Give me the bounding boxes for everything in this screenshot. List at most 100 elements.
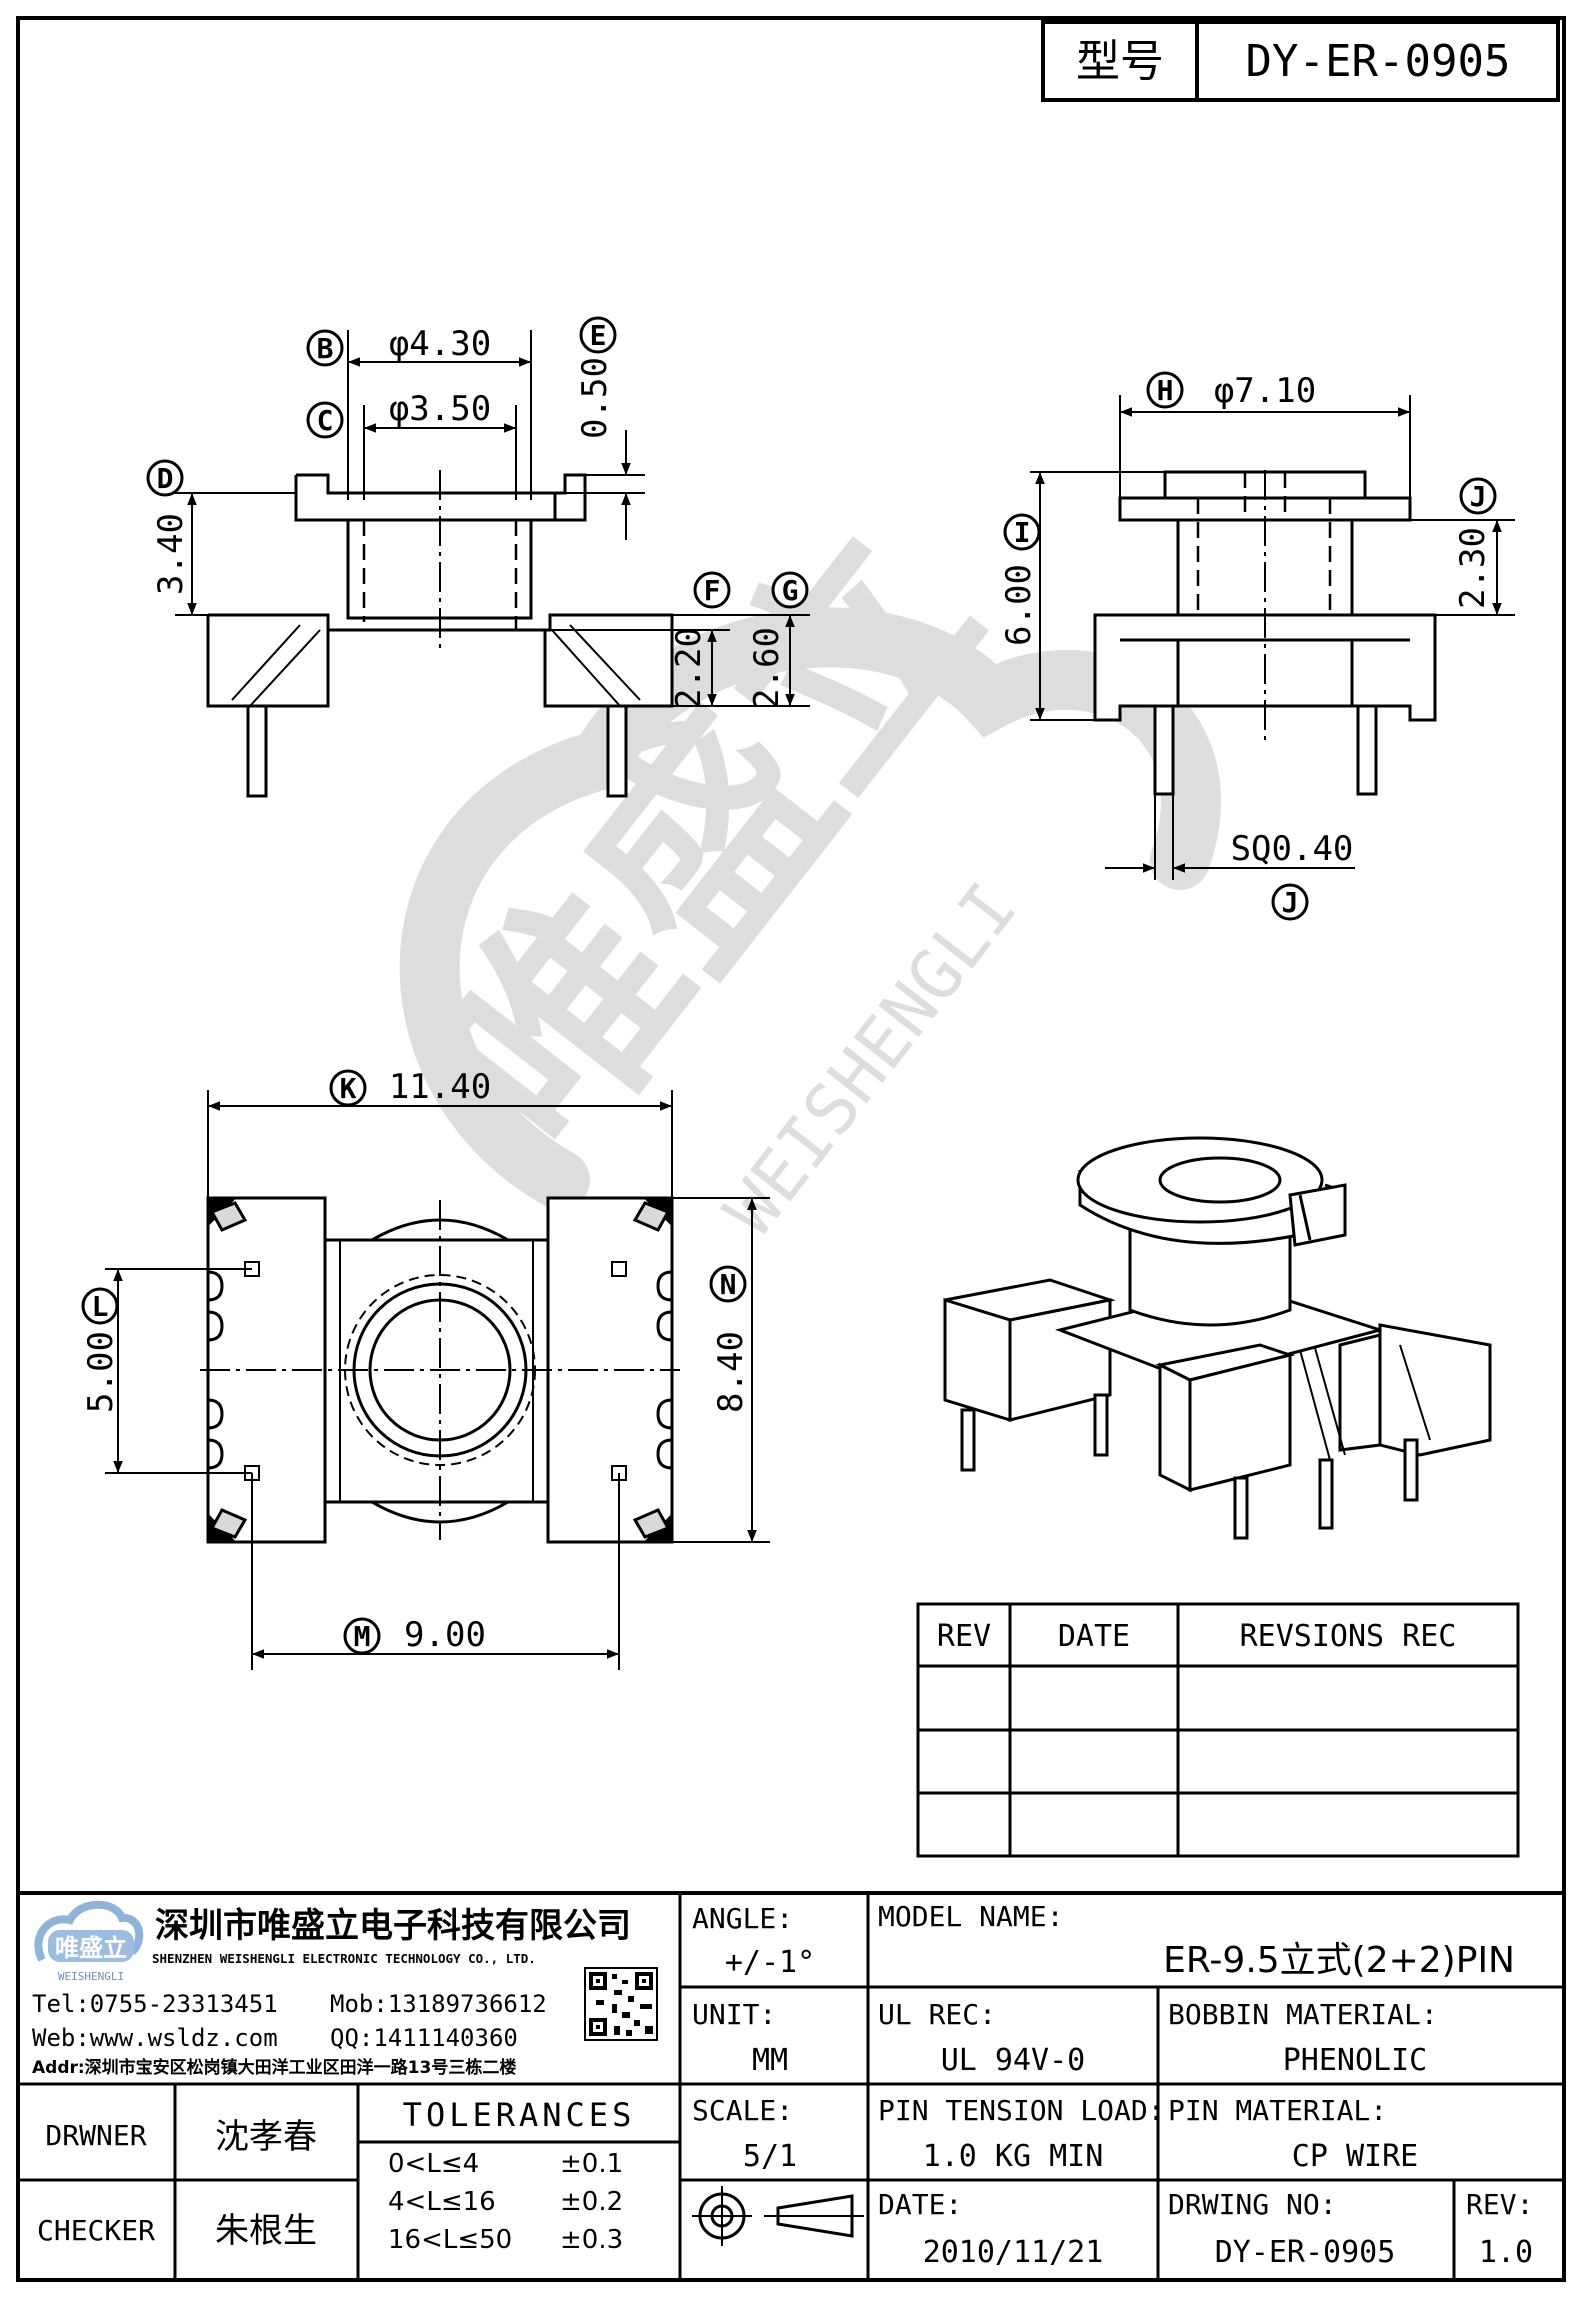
dim-f: F 2.20: [669, 571, 731, 709]
model-code: DY-ER-0905: [1246, 36, 1511, 87]
tolerance-range-2: 4<L≤16: [388, 2187, 496, 2217]
dim-b: B φ4.30: [306, 324, 491, 367]
dim-i: I 6.00: [999, 513, 1041, 646]
scale-value: 5/1: [743, 2139, 797, 2174]
rev-label: REV:: [1466, 2188, 1533, 2221]
rev-header-date: DATE: [1058, 1619, 1130, 1654]
dim-d-tag: D: [157, 462, 174, 495]
drawer-value: 沈孝春: [215, 2117, 317, 2157]
company-mob: Mob:13189736612: [330, 1990, 547, 2018]
dim-l: L 5.00: [81, 1287, 121, 1413]
dim-n-tag: N: [720, 1268, 737, 1301]
model-name-label: MODEL NAME:: [878, 1900, 1063, 1933]
dim-c-tag: C: [317, 404, 334, 437]
checker-label: CHECKER: [37, 2214, 155, 2247]
angle-value: +/-1°: [725, 1945, 815, 1980]
dim-b-value: φ4.30: [389, 324, 491, 364]
rev-header-revisions: REVSIONS REC: [1240, 1619, 1457, 1654]
drawing-no-value: DY-ER-0905: [1215, 2235, 1396, 2270]
drawer-label: DRWNER: [45, 2119, 146, 2152]
top-view: [105, 1090, 770, 1670]
dim-j-sq: SQ0.40 J: [1231, 829, 1354, 921]
angle-label: ANGLE:: [692, 1902, 793, 1935]
dim-l-value: 5.00: [81, 1331, 121, 1413]
dim-j-value: 2.30: [1453, 527, 1493, 609]
date-value: 2010/11/21: [923, 2235, 1104, 2270]
dim-h-tag: H: [1157, 374, 1174, 407]
sheet-border: [16, 16, 1566, 2282]
title-block: [18, 1891, 1564, 2280]
dim-i-tag: I: [1014, 516, 1031, 549]
bobbin-material-value: PHENOLIC: [1283, 2043, 1428, 2078]
checker-value: 朱根生: [215, 2211, 317, 2251]
date-label: DATE:: [878, 2188, 962, 2221]
dim-f-tag: F: [704, 574, 721, 607]
scale-label: SCALE:: [692, 2094, 793, 2127]
company-web: Web:www.wsldz.com: [32, 2024, 278, 2052]
dim-j-sq-tag: J: [1282, 886, 1299, 919]
company-tel: Tel:0755-23313451: [32, 1990, 278, 2018]
type-label: 型号: [1076, 36, 1164, 87]
tolerance-value-1: ±0.1: [560, 2149, 623, 2179]
company-name-cn: 深圳市唯盛立电子科技有限公司: [155, 1906, 631, 1946]
rev-header-rev: REV: [937, 1619, 991, 1654]
dim-g: G 2.60: [747, 571, 809, 709]
dim-k: K 11.40: [329, 1067, 491, 1107]
company-address: Addr:深圳市宝安区松岗镇大田洋工业区田洋一路13号三栋二楼: [32, 2057, 516, 2078]
tolerances-label: TOLERANCES: [403, 2096, 636, 2134]
dim-k-tag: K: [340, 1072, 357, 1105]
dim-e-tag: E: [590, 319, 607, 352]
ul-rec-value: UL 94V-0: [941, 2043, 1086, 2078]
dim-e: E 0.50: [575, 316, 617, 439]
dim-m: M 9.00: [343, 1615, 486, 1655]
dim-d-value: 3.40: [151, 513, 191, 595]
pin-material-value: CP WIRE: [1292, 2139, 1418, 2174]
dim-k-value: 11.40: [389, 1067, 491, 1107]
dim-h-value: φ7.10: [1214, 371, 1316, 411]
pin-tension-value: 1.0 KG MIN: [923, 2139, 1104, 2174]
tolerance-value-2: ±0.2: [560, 2187, 623, 2217]
dim-j-sq-value: SQ0.40: [1231, 829, 1354, 869]
dim-d: D 3.40: [146, 459, 191, 595]
dim-j-tag: J: [1470, 480, 1487, 513]
company-logo-text: 唯盛立: [55, 1934, 127, 1962]
dim-f-value: 2.20: [669, 627, 709, 709]
pin-tension-label: PIN TENSION LOAD:: [878, 2094, 1165, 2127]
dim-i-value: 6.00: [999, 564, 1039, 646]
dim-m-value: 9.00: [404, 1615, 486, 1655]
dim-c-value: φ3.50: [389, 389, 491, 429]
dim-g-tag: G: [782, 574, 799, 607]
drawing-no-label: DRWING NO:: [1168, 2188, 1337, 2221]
model-header: 型号 DY-ER-0905: [1041, 20, 1560, 102]
company-name-en: SHENZHEN WEISHENGLI ELECTRONIC TECHNOLOG…: [152, 1951, 536, 1966]
tolerance-range-3: 16<L≤50: [388, 2225, 512, 2255]
company-logo: 唯盛立 WEISHENGLI: [34, 1900, 144, 1983]
dim-l-tag: L: [92, 1290, 109, 1323]
tolerance-value-3: ±0.3: [560, 2225, 623, 2255]
tolerance-range-1: 0<L≤4: [388, 2149, 479, 2179]
ul-rec-label: UL REC:: [878, 1998, 996, 2031]
dim-g-value: 2.60: [747, 627, 787, 709]
pin-material-label: PIN MATERIAL:: [1168, 2094, 1387, 2127]
dim-n: N 8.40: [709, 1265, 751, 1413]
dim-b-tag: B: [317, 332, 334, 365]
dim-e-value: 0.50: [575, 357, 615, 439]
dim-h: H φ7.10: [1146, 371, 1316, 411]
company-qq: QQ:1411140360: [330, 2024, 518, 2052]
model-name-value: ER-9.5立式(2+2)PIN: [1163, 1940, 1515, 1981]
bobbin-material-label: BOBBIN MATERIAL:: [1168, 1998, 1438, 2031]
dim-m-tag: M: [354, 1620, 371, 1653]
revision-table: REV DATE REVSIONS REC: [916, 1602, 1520, 1858]
side-view: [1030, 395, 1515, 880]
dim-n-value: 8.40: [711, 1331, 751, 1413]
front-view: [175, 330, 810, 798]
dim-c: C φ3.50: [306, 389, 491, 439]
company-logo-sub: WEISHENGLI: [58, 1970, 124, 1983]
unit-value: MM: [752, 2043, 788, 2078]
dim-j: J 2.30: [1453, 477, 1497, 609]
qr-code: [584, 1967, 658, 2041]
projection-symbol-icon: [692, 2186, 864, 2246]
rev-value: 1.0: [1479, 2235, 1533, 2270]
unit-label: UNIT:: [692, 1998, 776, 2031]
